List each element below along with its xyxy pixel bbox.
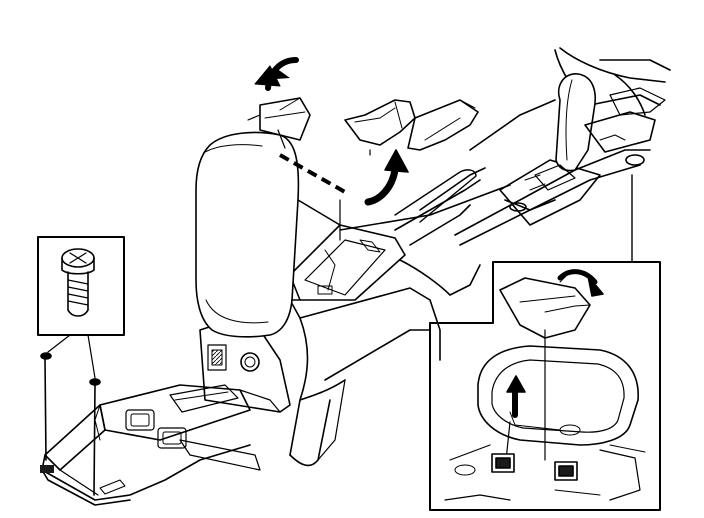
gear-lever	[556, 74, 595, 171]
switch-left	[126, 410, 154, 430]
switch-cutout	[208, 345, 226, 370]
clip-left	[492, 454, 514, 472]
screw-small-left	[41, 353, 51, 460]
gear-shifter-area	[455, 48, 670, 245]
console-body	[40, 168, 510, 505]
removed-cover-pair	[345, 100, 478, 150]
up-arrow-icon	[368, 150, 408, 202]
curved-arrow-icon	[255, 60, 296, 88]
switch-right	[158, 428, 186, 448]
leader-line	[278, 130, 285, 148]
removed-lid	[248, 98, 310, 140]
screw-small-right	[90, 379, 100, 495]
clip-right	[555, 462, 577, 480]
tray-removal-inset	[430, 175, 660, 510]
leader-line-dashed	[280, 155, 345, 192]
armrest	[196, 132, 340, 336]
screw-detail-inset	[38, 237, 124, 378]
screw-icon	[62, 249, 94, 316]
